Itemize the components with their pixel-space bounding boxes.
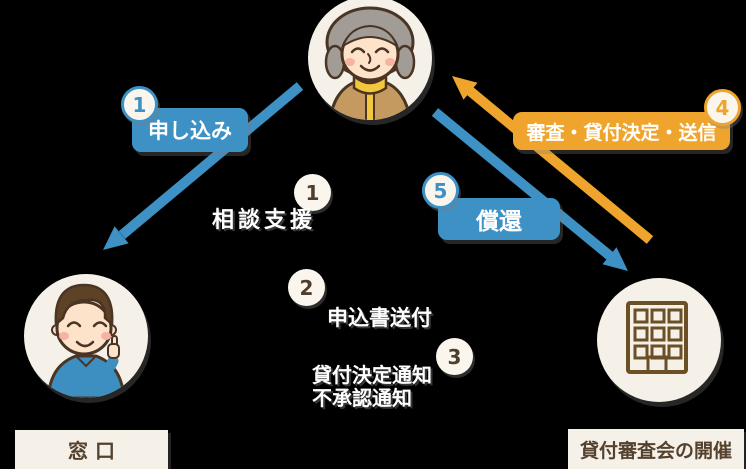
office-building-icon (597, 278, 724, 407)
repay-arrow (431, 108, 628, 271)
counter-staff-icon (24, 274, 151, 403)
review-flow-badge: 4 (704, 89, 741, 126)
apply-arrow (103, 82, 304, 250)
step3-label-line2: 不承認通知 (312, 386, 412, 410)
repay-flow-text: 償還 (476, 209, 522, 235)
step2-badge: 2 (288, 269, 325, 306)
step3-label-line1: 貸付決定通知 (312, 363, 432, 387)
step3-label: 貸付決定通知 不承認通知 (312, 364, 432, 410)
repay-flow-label: 償還 (438, 198, 560, 240)
review-flow-label: 審査・貸付決定・送信 (513, 112, 730, 150)
committee-nameplate: 貸付審査会の開催 (568, 429, 744, 469)
apply-flow-text: 申し込み (148, 119, 232, 143)
step3-badge: 3 (436, 338, 473, 375)
review-arrow (452, 76, 654, 244)
elderly-woman-icon (308, 0, 435, 125)
apply-flow-badge: 1 (121, 86, 158, 123)
repay-flow-badge: 5 (422, 172, 459, 209)
step1-label: 相談支援 (212, 208, 317, 233)
counter-nameplate: 窓 口 (15, 430, 168, 469)
review-flow-text: 審査・貸付決定・送信 (526, 121, 717, 144)
step2-label: 申込書送付 (327, 306, 432, 330)
step1-badge: 1 (294, 174, 331, 211)
